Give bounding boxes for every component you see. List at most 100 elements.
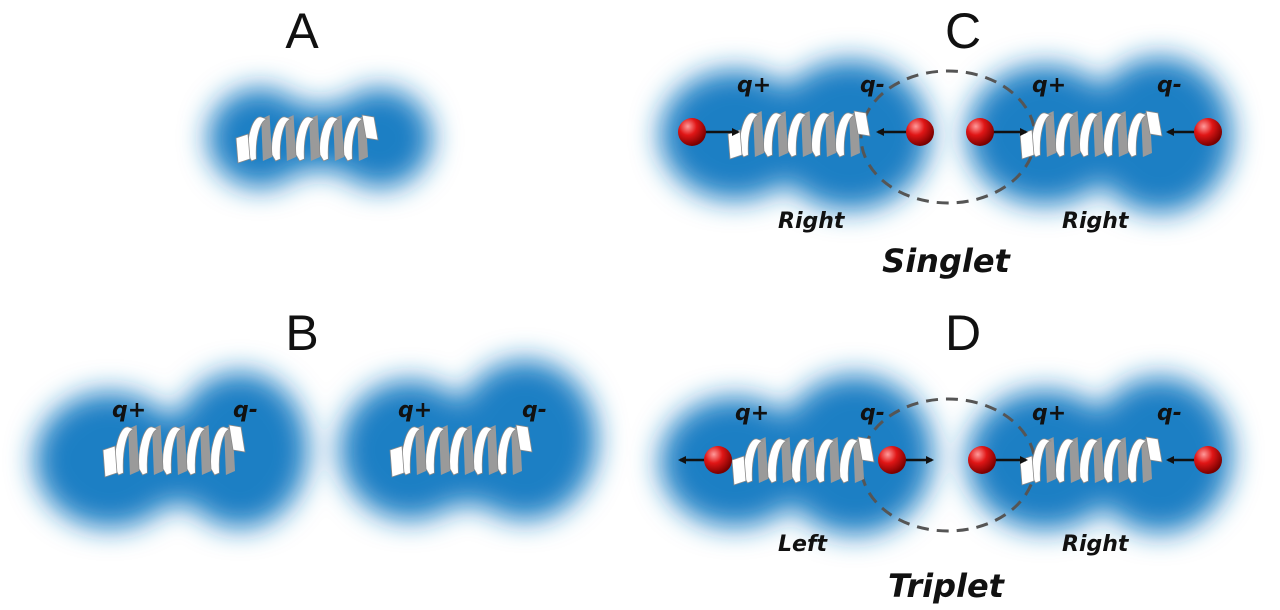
helix-front-ribbon [791,438,812,484]
helix-back-strand [753,111,764,157]
labels: A B C D q+ q- q+ q- q+ q- q+ q- Right Ri… [112,3,1182,605]
charge-label-c-right-plus: q+ [1032,73,1066,98]
helix-a [235,114,379,164]
helix-back-strand [1045,111,1056,157]
helix-c-right [1019,110,1163,160]
handedness-d-right: Right [1062,532,1130,557]
helix-back-strand [285,115,296,161]
helix-front-ribbon [162,426,183,476]
helix-back-strand [1117,437,1128,483]
spin-ball-c2 [906,118,934,146]
charge-label-d-left-minus: q- [860,401,885,426]
helix-end-cap [102,445,118,478]
helix-back-strand [463,425,474,475]
helix-back-strand [309,115,320,161]
helix-back-strand [805,437,816,483]
helix-end-cap [235,133,251,164]
helix-front-ribbon [114,426,135,476]
helix-front-ribbon [1103,112,1124,158]
helix-back-strand [1069,111,1080,157]
helix-back-strand [152,425,163,475]
charge-label-d-right-minus: q- [1157,401,1182,426]
spin-ball-c3 [966,118,994,146]
panel-letter-d: D [945,305,981,361]
helix-back-strand [825,111,836,157]
helix-front-ribbon [743,438,764,484]
helix-front-ribbon [787,112,808,158]
helix-front-ribbon [473,426,494,476]
helix-front-ribbon [767,438,788,484]
helix-end-cap [361,114,379,141]
spin-ball-c1 [678,118,706,146]
panel-letter-b: B [285,305,318,361]
spin-ball-d1 [704,446,732,474]
handedness-c-left: Right [778,209,846,234]
helix-front-ribbon [186,426,207,476]
helix-b-left [102,424,246,478]
panel-letter-c: C [945,3,981,59]
helix-back-strand [487,425,498,475]
helix-front-ribbon [1079,112,1100,158]
charge-label-c-left-minus: q- [860,73,885,98]
helix-front-ribbon [1055,438,1076,484]
helix-end-cap [731,455,747,486]
helix-front-ribbon [138,426,159,476]
helix-front-ribbon [1031,438,1052,484]
spin-ball-d3 [968,446,996,474]
helix-end-cap [853,110,871,137]
helix-front-ribbon [319,116,340,162]
helix-front-ribbon [815,438,836,484]
charge-label-c-right-minus: q- [1157,73,1182,98]
state-label-singlet: Singlet [882,242,1011,280]
charge-label-b-left-minus: q- [233,398,258,423]
helix-front-ribbon [295,116,316,162]
helix-end-cap [727,129,743,160]
helix-front-ribbon [271,116,292,162]
helix-back-strand [1117,111,1128,157]
helix-back-strand [1093,437,1104,483]
helix-back-strand [801,111,812,157]
helix-front-ribbon [247,116,268,162]
helix-c-left [727,110,871,160]
helix-end-cap [857,436,875,463]
helix-front-ribbon [739,112,760,158]
panel-letter-a: A [285,3,319,59]
helix-end-cap [389,445,405,478]
helix-back-strand [176,425,187,475]
helix-back-strand [261,115,272,161]
helix-back-strand [1045,437,1056,483]
helix-front-ribbon [1031,112,1052,158]
helix-back-strand [333,115,344,161]
helix-front-ribbon [449,426,470,476]
helix-end-cap [1145,436,1163,463]
spin-ball-d4 [1194,446,1222,474]
helix-d-right [1019,436,1163,486]
helix-back-strand [757,437,768,483]
helix-front-ribbon [1103,438,1124,484]
helix-front-ribbon [401,426,422,476]
spin-ball-c4 [1194,118,1222,146]
helix-back-strand [1069,437,1080,483]
helix-front-ribbon [811,112,832,158]
helix-back-strand [200,425,211,475]
helix-front-ribbon [1079,438,1100,484]
helix-end-cap [228,424,246,453]
helix-b-right [389,424,533,478]
handedness-d-left: Left [778,532,829,557]
charge-label-b-right-minus: q- [522,398,547,423]
charge-label-d-left-plus: q+ [735,401,769,426]
helix-back-strand [829,437,840,483]
helix-front-ribbon [1055,112,1076,158]
helix-end-cap [1145,110,1163,137]
helix-back-strand [128,425,139,475]
helix-front-ribbon [763,112,784,158]
helix-end-cap [515,424,533,453]
charge-label-b-right-plus: q+ [398,398,432,423]
helix-back-strand [439,425,450,475]
helix-back-strand [777,111,788,157]
helix-back-strand [1093,111,1104,157]
charge-label-c-left-plus: q+ [737,73,771,98]
helix-back-strand [415,425,426,475]
electron-clouds [35,57,1232,535]
